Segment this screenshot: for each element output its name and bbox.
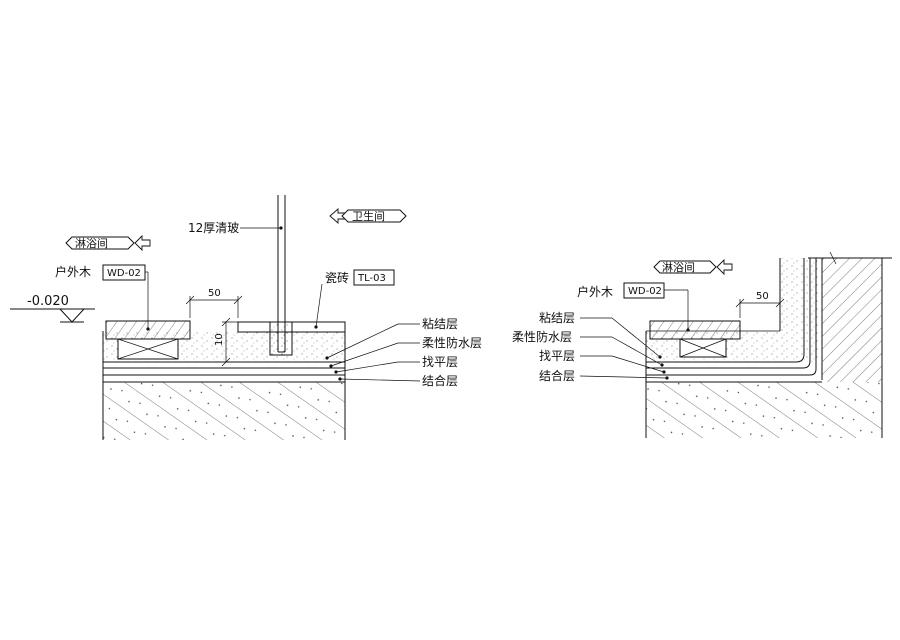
right-layer-callouts: 粘结层 柔性防水层 找平层 结合层	[512, 310, 669, 383]
left-wood-label: 户外木	[55, 264, 91, 279]
svg-text:淋浴间: 淋浴间	[662, 261, 695, 274]
svg-text:50: 50	[756, 291, 769, 302]
right-layer-line-2	[646, 258, 811, 369]
right-wood-plank	[649, 320, 741, 340]
room-tag-right: 卫生间	[329, 208, 407, 224]
left-section-detail: -0.020 淋浴间 卫生间 12厚清玻 户外木 WD-02 瓷砖 TL-03	[10, 195, 482, 440]
right-base-concrete	[646, 382, 882, 438]
tile-code: TL-03	[357, 273, 386, 284]
svg-text:50: 50	[208, 288, 221, 299]
left-layer-4: 结合层	[422, 373, 458, 388]
right-layer-4: 结合层	[539, 368, 575, 383]
left-layer-3: 找平层	[422, 355, 458, 369]
svg-text:10: 10	[214, 333, 225, 346]
left-layer-2: 柔性防水层	[422, 335, 482, 350]
right-section-detail: 淋浴间 户外木 WD-02 50 粘结层 柔性防水层	[512, 251, 892, 438]
right-wood-label: 户外木	[577, 284, 613, 299]
glass-label: 12厚清玻	[188, 221, 239, 235]
left-layer-1: 粘结层	[422, 316, 458, 331]
left-base-concrete	[103, 382, 345, 440]
left-wood-code-box	[102, 264, 146, 281]
elevation-triangle	[59, 308, 85, 323]
left-dimension-width: 50	[185, 288, 243, 318]
right-layer-3: 找平层	[539, 349, 575, 363]
right-layer-line-3	[646, 258, 817, 376]
right-wood-code: WD-02	[628, 286, 662, 297]
left-layer-callouts: 粘结层 柔性防水层 找平层 结合层	[325, 316, 482, 388]
right-layer-1: 粘结层	[539, 310, 575, 325]
room-tag-left: 淋浴间	[65, 234, 151, 252]
tile-label: 瓷砖	[325, 270, 349, 285]
tile-code-box	[353, 269, 395, 286]
right-dimension-width: 50	[735, 291, 785, 318]
left-dimension-height: 10	[214, 317, 262, 367]
right-layer-line-1	[646, 258, 805, 363]
tile-leader	[315, 283, 323, 328]
svg-text:淋浴间: 淋浴间	[75, 237, 108, 250]
right-wall-finish	[780, 258, 822, 362]
arrow-left-icon	[716, 258, 733, 276]
room-tag-right-detail: 淋浴间	[653, 258, 733, 276]
right-layer-2: 柔性防水层	[512, 329, 572, 344]
right-wall	[822, 258, 882, 382]
arrow-left-icon	[134, 234, 151, 252]
right-wood-code-box	[623, 282, 665, 299]
glass-channel	[269, 321, 293, 356]
svg-text:卫生间: 卫生间	[352, 209, 385, 223]
left-wood-code: WD-02	[107, 268, 141, 279]
elevation-label: -0.020	[27, 294, 69, 309]
